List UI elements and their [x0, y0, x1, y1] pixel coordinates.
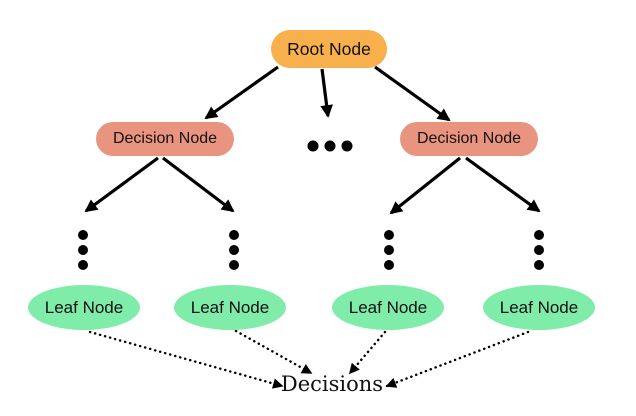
- leaf-node-4-label: Leaf Node: [499, 297, 579, 317]
- vertical-ellipsis-icon-1: [78, 230, 88, 270]
- vertical-ellipsis-icon-4: [534, 230, 544, 270]
- dotted-arrow-leaf-1-to-decisions: [88, 330, 284, 389]
- arrow-root-to-hidden-middle: [320, 68, 333, 118]
- leaf-node-2: Leaf Node: [174, 285, 286, 330]
- decision-node-right-label: Decision Node: [416, 130, 522, 147]
- dotted-arrow-leaf-3-to-decisions: [348, 330, 387, 375]
- decision-node-left-label: Decision Node: [112, 130, 218, 147]
- dotted-arrow-leaf-4-to-decisions: [385, 330, 530, 388]
- decision-node-left: Decision Node: [96, 122, 234, 156]
- vertical-ellipsis-icon-3: [384, 230, 394, 270]
- leaf-node-1-label: Leaf Node: [44, 297, 124, 317]
- vertical-ellipsis-icon-2: [229, 230, 239, 270]
- leaf-node-2-label: Leaf Node: [190, 297, 270, 317]
- root-node-label: Root Node: [287, 38, 371, 59]
- arrow-decision-right-to-branch-4: [465, 156, 541, 213]
- arrow-decision-left-to-branch-1: [84, 156, 159, 213]
- leaf-node-4: Leaf Node: [483, 285, 595, 330]
- decision-node-right: Decision Node: [400, 122, 538, 156]
- leaf-node-3-label: Leaf Node: [348, 297, 428, 317]
- leaf-node-3: Leaf Node: [332, 285, 444, 330]
- arrow-decision-left-to-branch-2: [162, 156, 235, 213]
- arrow-decision-right-to-branch-3: [389, 156, 461, 215]
- horizontal-ellipsis-icon: [307, 140, 353, 152]
- dotted-arrow-leaf-2-to-decisions: [234, 329, 313, 375]
- arrow-root-to-decision-left: [204, 65, 279, 120]
- arrow-root-to-decision-right: [374, 65, 451, 122]
- leaf-node-1: Leaf Node: [28, 285, 140, 330]
- root-node: Root Node: [271, 30, 387, 68]
- decisions-label: Decisions: [280, 372, 384, 396]
